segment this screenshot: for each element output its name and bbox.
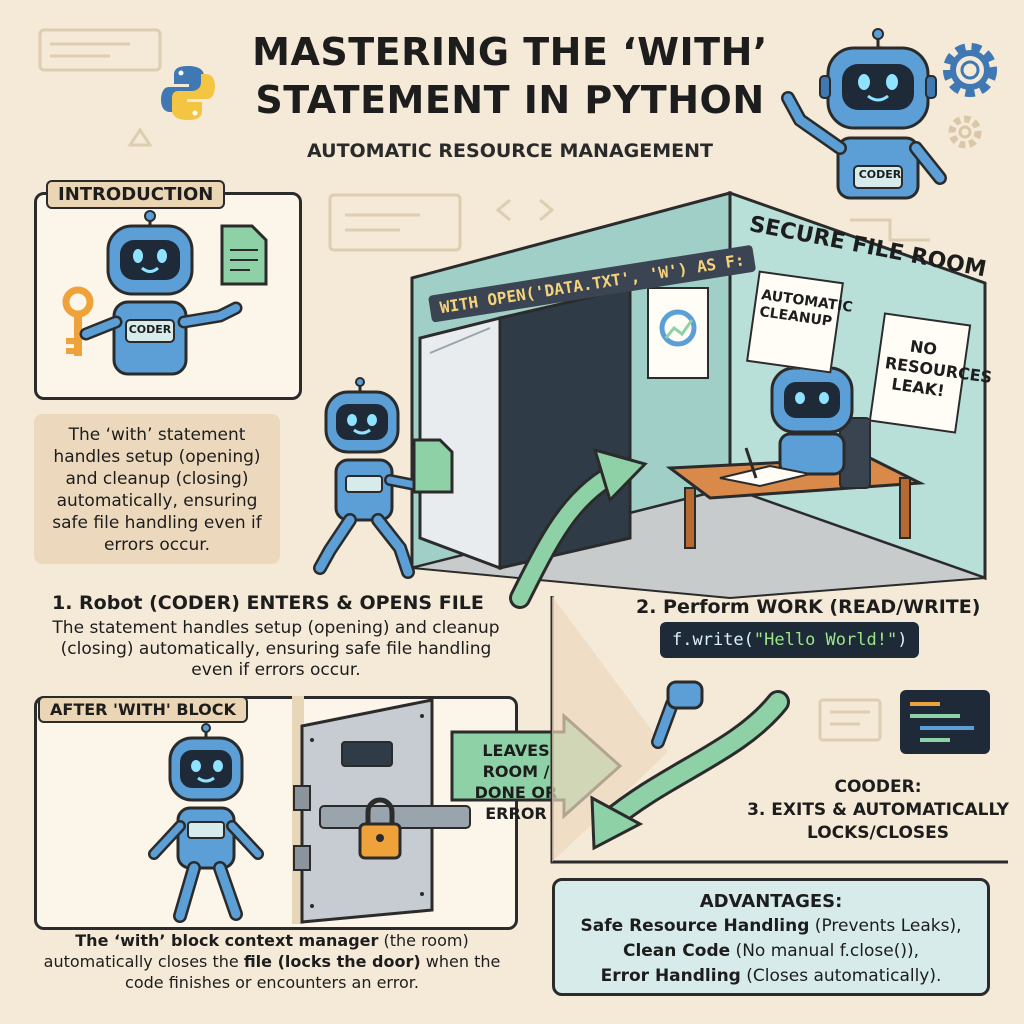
poster-no-leaks: NO RESOURCES LEAK! — [868, 312, 993, 434]
intro-speech-bubble: The ‘with’ statement handles setup (open… — [34, 414, 280, 564]
advantage-item-1: Safe Resource Handling (Prevents Leaks), — [580, 916, 962, 936]
waving-robot-illustration — [781, 28, 947, 200]
small-gear-icon — [948, 115, 982, 149]
poster-automatic-cleanup: AUTOMATIC CLEANUP — [746, 270, 854, 374]
intro-tag: INTRODUCTION — [46, 180, 226, 209]
gear-icon — [943, 43, 997, 97]
step3-line3: LOCKS/CLOSES — [806, 823, 950, 843]
intro-robot-badge: CODER — [128, 323, 172, 336]
leaves-room-label: LEAVES ROOM / DONE OR ERROR — [474, 741, 558, 823]
step1-heading: 1. Robot (CODER) ENTERS & OPENS FILE — [52, 592, 484, 614]
advantages-title: ADVANTAGES: — [699, 891, 843, 912]
code-close: ) — [897, 630, 908, 650]
code-function: f.write( — [672, 630, 754, 650]
caption-bold-manager: The ‘with’ block context manager — [75, 931, 379, 950]
step1-body: The statement handles setup (opening) an… — [52, 618, 500, 680]
write-code-snippet: f.write("Hello World!") — [660, 622, 920, 658]
after-block-tag: AFTER 'WITH' BLOCK — [38, 696, 248, 723]
advantage-item-2: Clean Code (No manual f.close()), — [622, 941, 920, 961]
locked-door-illustration — [292, 696, 471, 924]
after-block-caption: The ‘with’ block context manager (the ro… — [42, 930, 502, 993]
caption-text-1: (the room) automatically closes the — [43, 931, 469, 971]
page-subtitle: AUTOMATIC RESOURCE MANAGEMENT — [307, 140, 713, 162]
advantages-box: ADVANTAGES: Safe Resource Handling (Prev… — [552, 878, 990, 996]
step2-heading: 2. Perform WORK (READ/WRITE) — [636, 596, 981, 618]
step3-caption: COODER: 3. EXITS & AUTOMATICALLY LOCKS/C… — [728, 776, 1024, 845]
step3-line2: 3. EXITS & AUTOMATICALLY — [747, 800, 1009, 820]
intro-robot-illustration — [62, 210, 268, 376]
caption-bold-file: file (locks the door) — [243, 952, 421, 971]
page-title: MASTERING THE ‘WITH’ STATEMENT IN PYTHON — [252, 30, 768, 122]
python-logo-icon — [161, 66, 215, 120]
exit-panel-outline — [550, 596, 1008, 864]
walking-robot-with-file-illustration — [313, 377, 454, 579]
caption-text-2: when the code finishes or encounters an … — [125, 952, 501, 992]
after-robot-illustration — [148, 723, 264, 923]
step3-line1: COODER: — [834, 777, 922, 797]
top-robot-badge: CODER — [858, 168, 902, 181]
code-string: "Hello World!" — [753, 630, 898, 650]
code-window-icon — [900, 690, 990, 754]
advantage-item-3: Error Handling (Closes automatically). — [600, 966, 942, 986]
